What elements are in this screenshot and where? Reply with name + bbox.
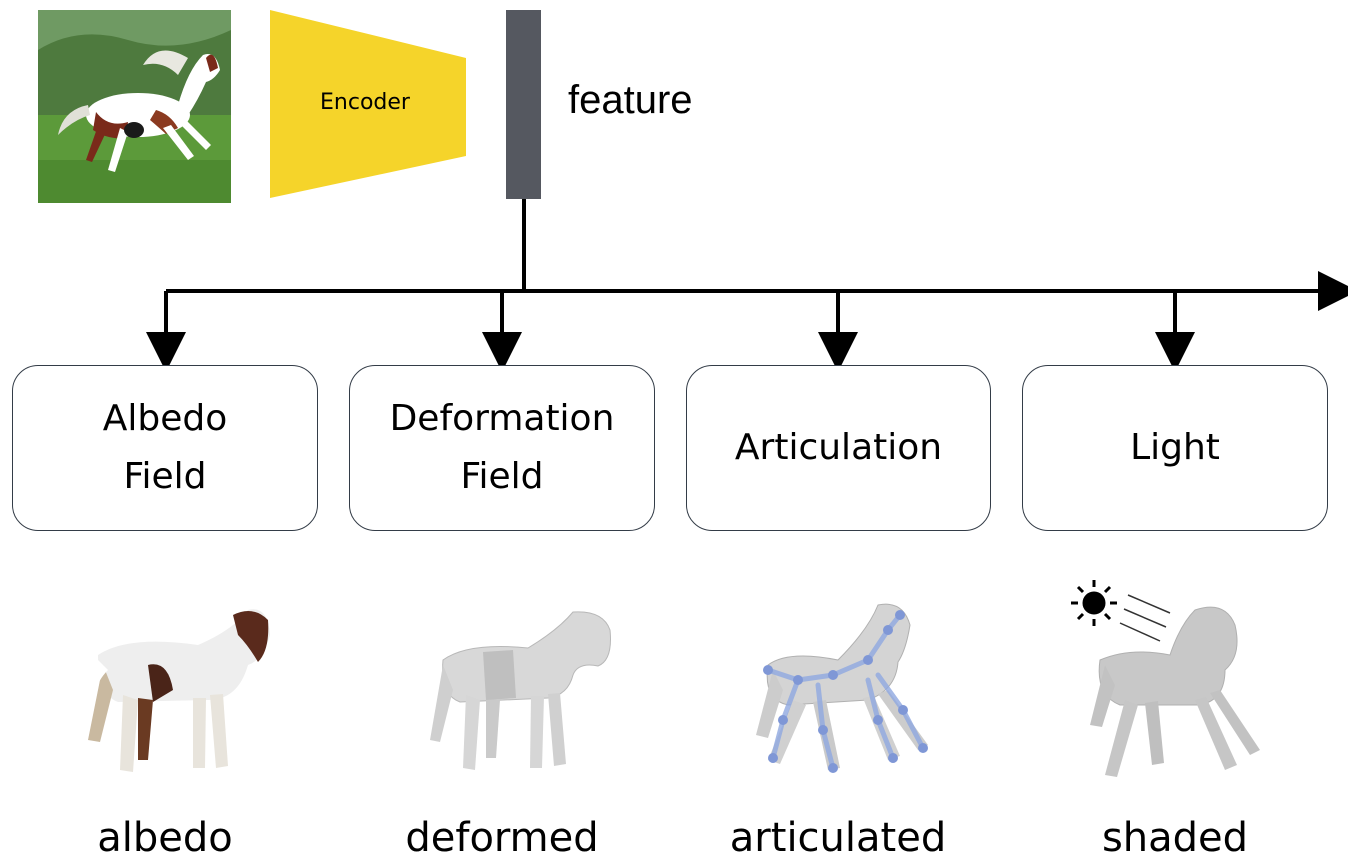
articulation-box: Articulation (686, 365, 991, 531)
caption-deformed: deformed (405, 815, 599, 861)
encoder-label: Encoder (320, 90, 410, 115)
feature-label: feature (568, 78, 693, 122)
horse-articulated-render-icon (728, 590, 968, 790)
caption-albedo: albedo (97, 815, 233, 861)
horse-photo-icon (38, 10, 231, 203)
horse-shaded-render-icon (1060, 575, 1300, 777)
horse-deformed-render-icon (398, 590, 638, 790)
caption-articulated: articulated (729, 815, 947, 861)
light-box: Light (1022, 365, 1328, 531)
feature-vector-bar (506, 10, 541, 199)
caption-shaded: shaded (1101, 815, 1249, 861)
deformation-field-box: Deformation Field (349, 365, 655, 531)
horse-albedo-render-icon (58, 590, 298, 790)
sun-icon (1071, 580, 1117, 626)
albedo-field-box: Albedo Field (12, 365, 318, 531)
encoder-block (270, 10, 466, 198)
